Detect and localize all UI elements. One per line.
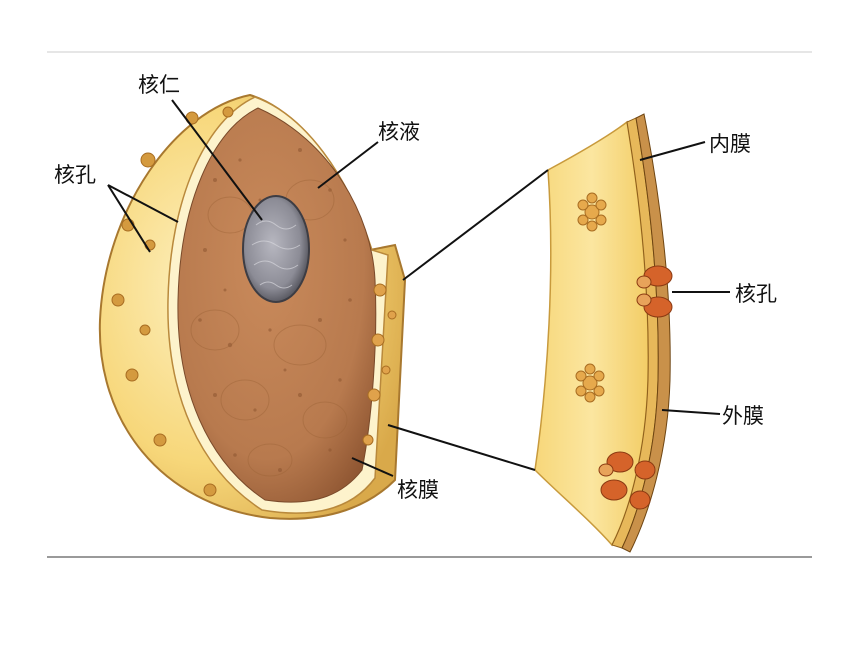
chromatin-texture (198, 148, 352, 472)
rim-pores (362, 283, 397, 446)
leader-lines (107, 99, 730, 477)
label-inner-membrane: 内膜 (709, 132, 751, 156)
membrane-sheet (534, 120, 649, 547)
leader-inner (639, 141, 706, 161)
leader-nucleolus (171, 99, 263, 221)
leader-envelope (351, 457, 394, 477)
leader-nucleoplasm (317, 141, 379, 189)
shell-pores (111, 106, 234, 497)
membrane-closeup (534, 113, 673, 553)
pore-complex-lower (598, 451, 656, 510)
leader-pore-left-b (107, 184, 151, 253)
nucleolus (242, 195, 310, 303)
label-nuclear-envelope: 核膜 (397, 478, 439, 502)
label-nuclear-pore-left: 核孔 (54, 163, 96, 187)
label-nucleoplasm: 核液 (378, 120, 420, 144)
nucleolus-texture (251, 220, 301, 289)
leader-pore-left-a (107, 184, 179, 223)
sheet-pore-1 (577, 192, 607, 232)
label-nuclear-pore-right: 核孔 (735, 282, 777, 306)
label-nucleolus: 核仁 (138, 73, 180, 97)
leader-outer (661, 409, 721, 415)
label-outer-membrane: 外膜 (722, 404, 764, 428)
connector-bottom (387, 424, 536, 471)
nucleoplasm (177, 107, 377, 503)
pore-complex-upper (636, 265, 673, 318)
nucleus-cutaway (98, 93, 407, 520)
sheet-pore-2 (575, 363, 605, 403)
connector-top (402, 169, 549, 281)
